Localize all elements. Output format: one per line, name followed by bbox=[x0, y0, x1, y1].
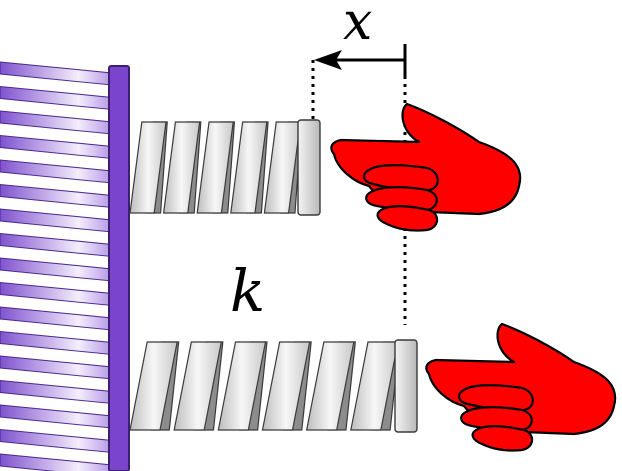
wall-hatch-stripe bbox=[0, 208, 113, 233]
spring-coil-front bbox=[261, 341, 311, 431]
hand-finger bbox=[376, 205, 439, 232]
spring-end-cap bbox=[394, 339, 418, 433]
wall-hatch-stripe bbox=[0, 453, 113, 471]
wall-hatch-stripe bbox=[0, 404, 113, 429]
spring-coil-front bbox=[173, 341, 223, 431]
spring-constant-label: k bbox=[230, 257, 266, 325]
spring-coil-front bbox=[129, 121, 167, 214]
wall-hatch-stripe bbox=[0, 306, 113, 331]
spring-end-cap bbox=[297, 119, 321, 216]
spring-coil-front bbox=[129, 341, 178, 431]
wall-hatch-stripe bbox=[0, 428, 113, 454]
wall-hatch-stripe bbox=[0, 379, 113, 405]
wall-hatch-stripe bbox=[0, 330, 113, 356]
spring-coil-front bbox=[230, 121, 268, 214]
wall bbox=[0, 61, 130, 471]
wall-hatch-stripe bbox=[0, 281, 113, 307]
wall-hatch-stripe bbox=[0, 110, 113, 135]
left-arrow-icon bbox=[314, 50, 342, 70]
wall-hatch-stripe bbox=[0, 355, 113, 380]
wall-bar bbox=[108, 65, 130, 471]
displacement-label: x bbox=[343, 0, 373, 52]
wall-hatch-stripe bbox=[0, 257, 113, 282]
wall-hatch-stripe bbox=[0, 232, 113, 258]
pointing-hand-icon bbox=[425, 322, 617, 452]
spring-coil-front bbox=[305, 341, 355, 431]
wall-hatch-stripe bbox=[0, 134, 113, 160]
wall-hatch-stripe bbox=[0, 183, 113, 209]
pointing-hand-icon bbox=[330, 102, 522, 232]
spring-coil-front bbox=[162, 121, 201, 214]
spring-compressed bbox=[129, 119, 321, 216]
spring-coil-front bbox=[217, 341, 267, 431]
wall-hatch-stripe bbox=[0, 85, 113, 111]
wall-hatch-stripe bbox=[0, 61, 113, 86]
spring-relaxed bbox=[129, 339, 418, 433]
spring-coil-front bbox=[196, 121, 234, 214]
hand-finger bbox=[471, 425, 534, 452]
wall-hatch-stripe bbox=[0, 159, 113, 184]
